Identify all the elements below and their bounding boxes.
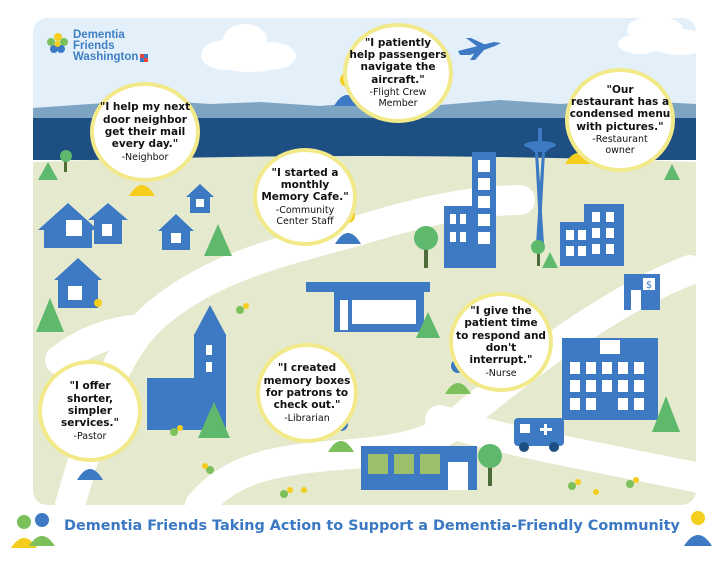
quote-line: door neighbor: [103, 113, 187, 126]
hospital: [562, 338, 658, 420]
house: [54, 258, 102, 308]
quote-role: -Pastor: [73, 430, 107, 442]
quote-role: Member: [378, 98, 418, 110]
quote-line: "I help my next: [99, 101, 191, 114]
quote-role: -Neighbor: [121, 151, 169, 163]
skyscrapers: [444, 152, 624, 268]
quote-bubble-flight-crew: "I patiently help passengers navigate th…: [343, 23, 453, 123]
house: [186, 184, 214, 213]
logo: Dementia Friends Washington: [46, 29, 139, 63]
quote-line: "I offer: [69, 380, 111, 393]
quote-role: -Restaurant: [592, 134, 648, 146]
quote-line: "I give the: [470, 304, 532, 317]
quote-bubble-community-center-staff: "I started a monthly Memory Cafe." -Comm…: [253, 148, 357, 246]
quote-role: -Community: [275, 204, 335, 216]
church: [147, 305, 226, 430]
house: [38, 203, 128, 248]
dementia-friends-logo-icon: [47, 33, 68, 53]
quote-role: -Librarian: [284, 412, 330, 424]
quote-line: "I started a: [271, 166, 339, 179]
quote-line: navigate the: [360, 61, 436, 74]
ambulance: [514, 418, 564, 452]
svg-text:$: $: [646, 280, 652, 291]
quote-line: "I patiently: [364, 36, 432, 49]
pine-tree: [36, 162, 680, 438]
quote-line: monthly: [280, 179, 330, 192]
logo-line-1: Dementia: [73, 29, 125, 41]
footer-people-icon: [11, 513, 55, 548]
logo-line-2: Friends: [73, 40, 115, 52]
quote-line: aircraft.": [371, 73, 425, 86]
quote-bubble-restaurant-owner: "Our restaurant has a condensed menu wit…: [565, 68, 675, 172]
logo-line-3: Washington: [73, 51, 139, 63]
quote-line: shorter,: [67, 392, 113, 405]
flowers: [94, 299, 639, 498]
quote-line: services.": [60, 417, 120, 430]
house: [158, 214, 194, 250]
quote-line: Memory Cafe.": [261, 191, 349, 204]
quote-line: "I created: [277, 362, 337, 375]
quote-line: every day.": [111, 138, 179, 151]
library: [361, 446, 477, 490]
bank: $: [624, 274, 660, 310]
community-center: [306, 282, 430, 332]
quote-line: with pictures.": [576, 120, 664, 133]
quote-line: get their mail: [104, 125, 186, 138]
round-tree: [60, 150, 545, 486]
cloud: [201, 24, 296, 72]
quote-line: for patrons to: [265, 386, 349, 399]
quote-bubble-pastor: "I offer shorter, simpler services." -Pa…: [38, 360, 142, 462]
quote-line: patient time: [464, 317, 538, 330]
quote-role: -Flight Crew: [369, 87, 427, 99]
space-needle: [524, 128, 556, 244]
quote-line: don't: [485, 342, 517, 355]
airplane: [458, 38, 501, 60]
logo-text: Dementia Friends Washington: [73, 29, 139, 63]
quote-line: condensed menu: [569, 108, 671, 121]
quote-role: owner: [605, 145, 635, 157]
quote-line: check out.": [273, 399, 341, 412]
partner-logo-icon: [140, 54, 148, 62]
footer-person-icon: [684, 511, 712, 546]
quote-bubble-neighbor: "I help my next door neighbor get their …: [90, 82, 200, 182]
quote-line: to respond and: [456, 329, 546, 342]
quote-line: restaurant has a: [570, 95, 670, 108]
quote-line: interrupt.": [469, 354, 533, 367]
quote-bubble-librarian: "I created memory boxes for patrons to c…: [256, 343, 358, 443]
quote-line: help passengers: [349, 48, 447, 61]
cloud: [618, 18, 696, 55]
quote-line: simpler: [67, 404, 113, 417]
quote-role: -Nurse: [485, 367, 517, 379]
footer-title: Dementia Friends Taking Action to Suppor…: [64, 518, 680, 534]
quote-line: "Our: [606, 83, 634, 96]
quote-role: Center Staff: [276, 216, 334, 228]
quote-bubble-nurse: "I give the patient time to respond and …: [449, 292, 553, 392]
quote-line: memory boxes: [263, 374, 351, 387]
